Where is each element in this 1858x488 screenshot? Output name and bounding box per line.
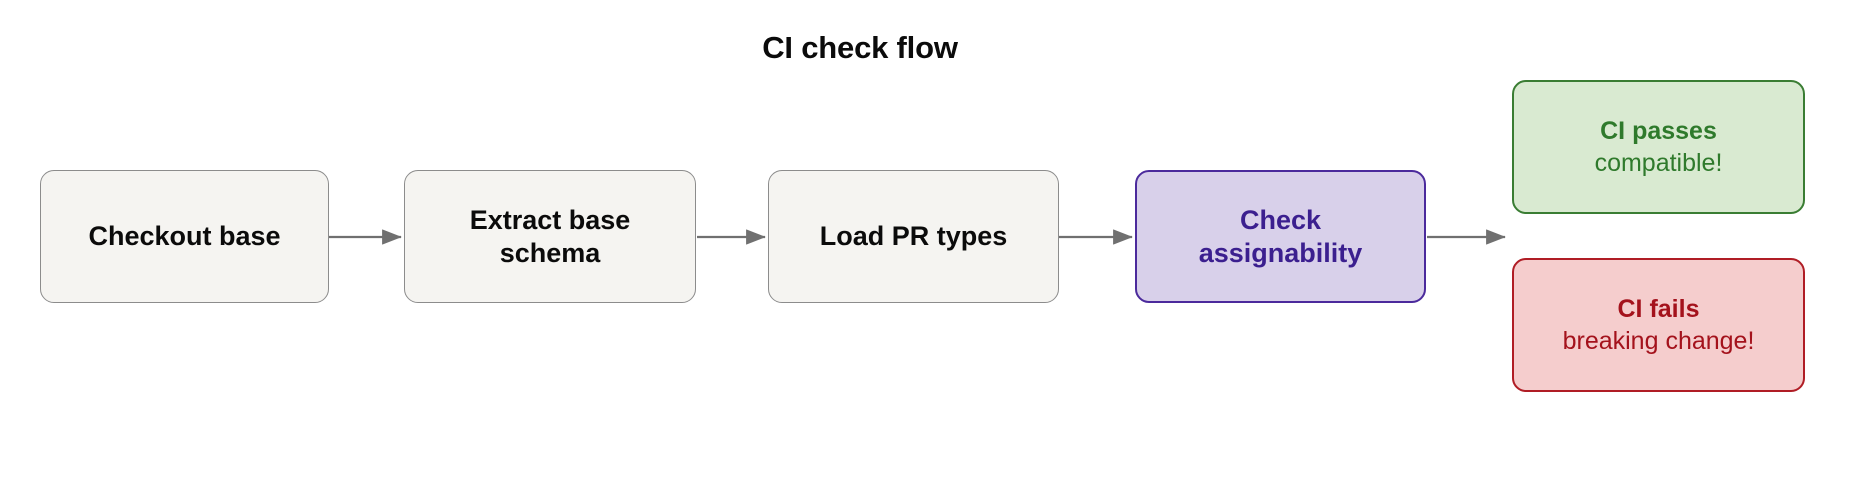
node-check-assignability[interactable]: Check assignability xyxy=(1135,170,1426,303)
node-extract-base-schema[interactable]: Extract base schema xyxy=(404,170,696,303)
node-load-pr-types-label: Load PR types xyxy=(819,221,1008,252)
node-ci-fails-title: CI fails xyxy=(1617,294,1700,323)
node-ci-passes-subtitle: compatible! xyxy=(1594,149,1723,177)
node-ci-fails-subtitle: breaking change! xyxy=(1562,327,1755,355)
node-checkout-base-label: Checkout base xyxy=(88,221,281,252)
node-check-assignability-label: Check assignability xyxy=(1198,204,1363,268)
node-extract-base-schema-label: Extract base schema xyxy=(469,204,631,268)
node-checkout-base[interactable]: Checkout base xyxy=(40,170,329,303)
node-load-pr-types[interactable]: Load PR types xyxy=(768,170,1059,303)
node-ci-passes[interactable]: CI passes compatible! xyxy=(1512,80,1805,214)
node-ci-fails[interactable]: CI fails breaking change! xyxy=(1512,258,1805,392)
page-title: CI check flow xyxy=(762,30,958,65)
node-ci-passes-title: CI passes xyxy=(1600,116,1717,145)
